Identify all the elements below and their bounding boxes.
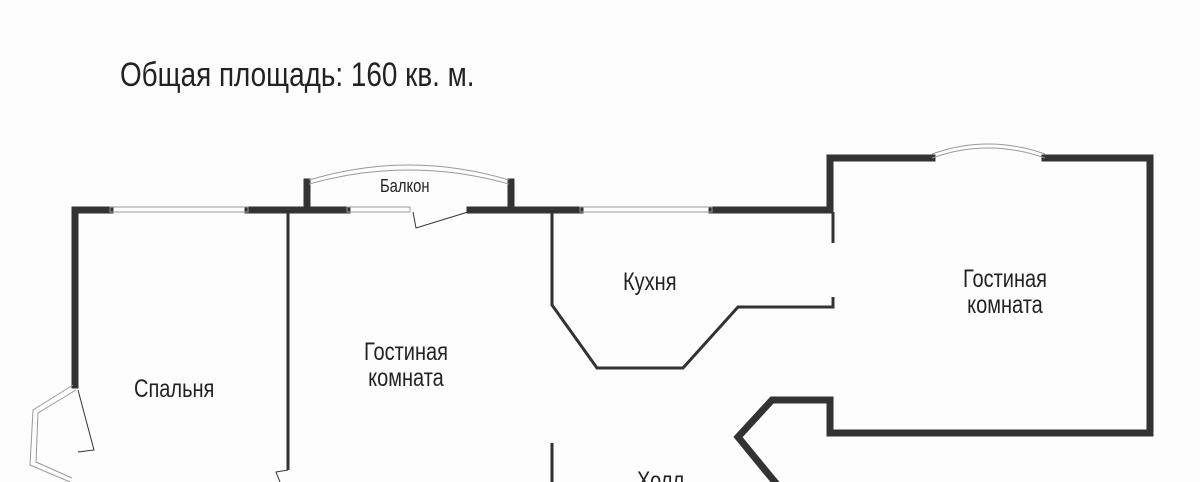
room-label-line: Гостиная: [364, 338, 448, 366]
total-area-title: Общая площадь: 160 кв. м.: [120, 56, 475, 94]
window: [109, 206, 249, 213]
room-label-kitchen: Кухня: [623, 268, 677, 296]
balcony-window: [308, 164, 510, 181]
window: [346, 206, 411, 213]
walls: [71, 154, 1154, 482]
room-label-line: Гостиная: [963, 265, 1047, 293]
room-label-balcony: Балкон: [380, 176, 430, 196]
room-label-hall: Холл: [637, 467, 685, 482]
bay-window: [931, 147, 1046, 159]
partitions: [286, 212, 835, 482]
doors: [77, 211, 469, 482]
door: [275, 469, 289, 482]
room-label-line: комната: [368, 364, 444, 393]
room-label-living-right: Гостиная комната: [963, 266, 1047, 319]
windows: [29, 143, 1046, 482]
door: [77, 389, 95, 453]
bay-window: [931, 143, 1046, 155]
room-label-line: комната: [967, 291, 1043, 320]
balcony-window: [308, 169, 510, 185]
room-label-living-left: Гостиная комната: [364, 339, 448, 392]
wall: [826, 154, 936, 214]
bay-window: [35, 389, 77, 479]
bay-window: [29, 384, 74, 482]
kitchen-wall: [550, 212, 835, 370]
balcony-door: [412, 211, 469, 229]
wall: [733, 154, 1154, 482]
room-label-bedroom: Спальня: [134, 375, 215, 403]
window: [579, 206, 713, 213]
